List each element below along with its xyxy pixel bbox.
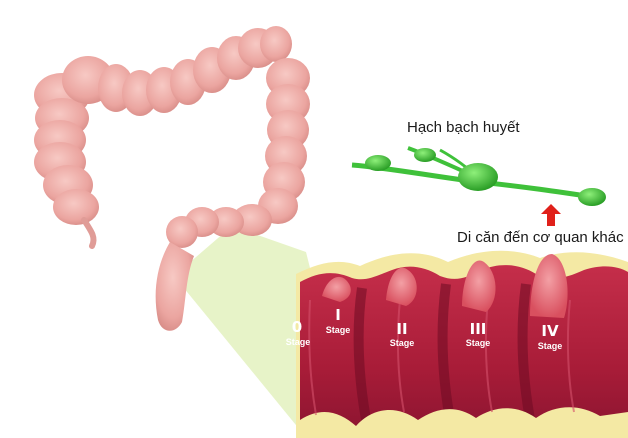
metastasis-label: Di căn đến cơ quan khác <box>457 229 624 246</box>
stage-II-numeral: II <box>396 320 408 338</box>
sigmoid-colon <box>155 204 272 331</box>
tumors <box>322 254 568 318</box>
tumor-stage-III <box>462 260 496 312</box>
stage-IV-word: Stage <box>537 341 563 351</box>
stage-I-numeral: I <box>335 306 341 324</box>
stage-IV-numeral: IV <box>541 322 559 340</box>
tumor-stage-IV <box>530 254 568 318</box>
stage-III-word: Stage <box>465 338 491 348</box>
tumor-stage-II <box>386 267 417 306</box>
stage-III-numeral: III <box>469 320 487 338</box>
metastasis-arrow <box>541 204 561 226</box>
stage-0-word: Stage <box>285 337 311 347</box>
zoom-cone <box>174 226 318 430</box>
lymph-nodes <box>351 146 606 206</box>
transverse-colon <box>62 26 292 116</box>
rectum <box>155 242 194 331</box>
descending-colon <box>258 58 310 224</box>
stage-I-word: Stage <box>325 325 351 335</box>
stage-0-numeral: 0 <box>291 318 303 336</box>
stage-II-word: Stage <box>389 338 415 348</box>
tumor-stage-I <box>322 276 351 302</box>
colon <box>34 26 310 331</box>
lymph-node-label: Hạch bạch huyết <box>407 119 520 136</box>
